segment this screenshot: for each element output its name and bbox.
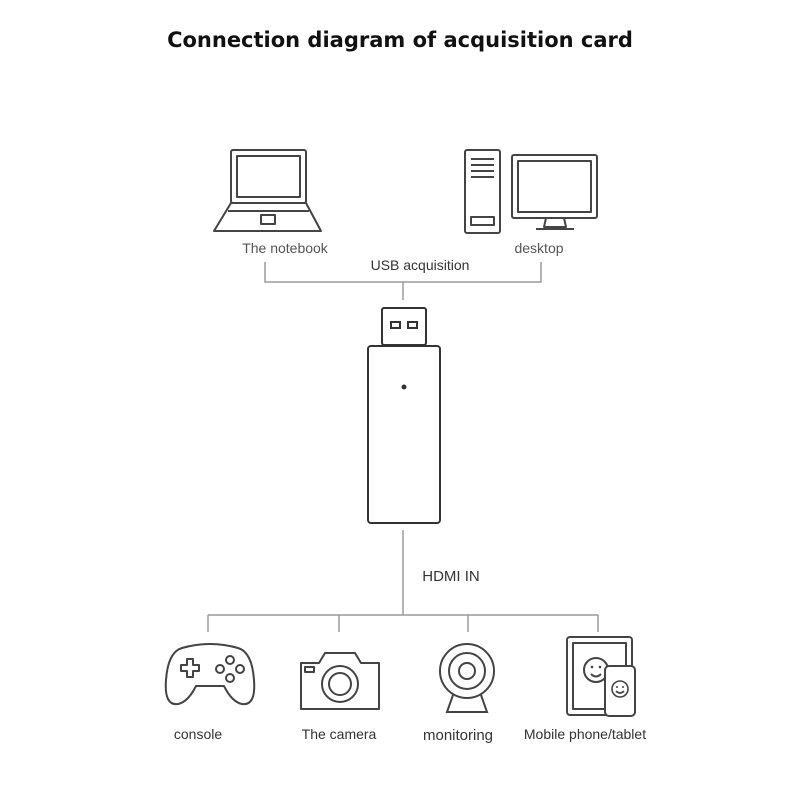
phone-tablet-icon: [566, 636, 636, 717]
source-label-mobile-tablet: Mobile phone/tablet: [523, 726, 647, 742]
host-label-desktop: desktop: [514, 240, 564, 256]
webcam-icon: [439, 643, 495, 713]
desktop-computer-icon: [464, 149, 598, 234]
host-label-notebook: The notebook: [242, 240, 328, 256]
usb-acquisition-card: [367, 307, 441, 524]
gamepad-icon: [164, 643, 256, 706]
source-label-camera: The camera: [301, 726, 377, 742]
usb-acquisition-label: USB acquisition: [370, 257, 470, 273]
laptop-icon: [213, 149, 322, 232]
diagram-title: Connection diagram of acquisition card: [167, 28, 633, 52]
source-label-console: console: [173, 726, 223, 742]
hdmi-in-label: HDMI IN: [422, 568, 480, 585]
source-label-monitoring: monitoring: [422, 727, 494, 744]
camera-icon: [300, 652, 380, 710]
